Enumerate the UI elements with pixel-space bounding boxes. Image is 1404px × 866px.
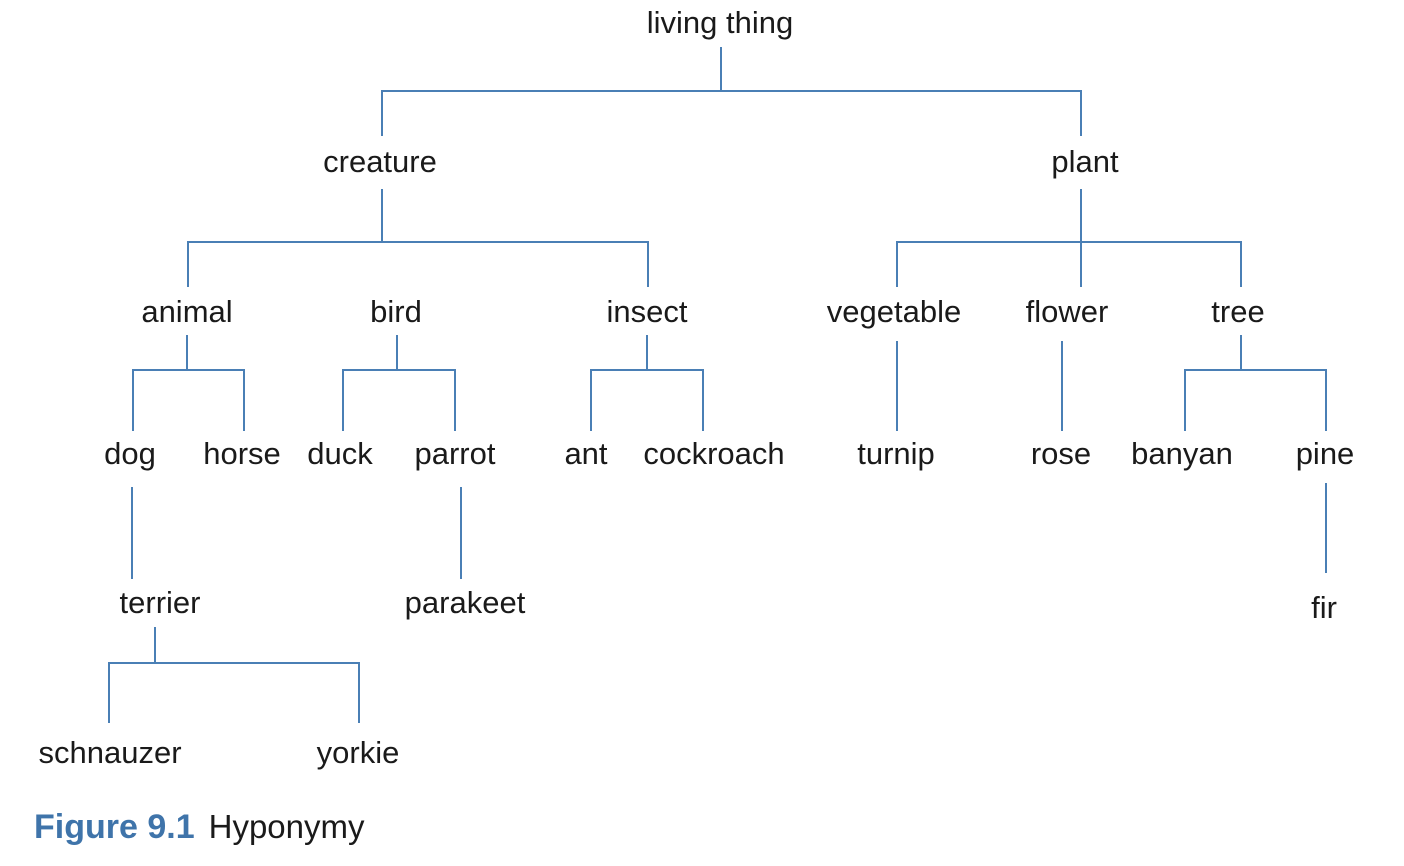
node-label-tree: tree [1211,294,1264,329]
node-label-yorkie: yorkie [317,735,400,770]
node-label-fir: fir [1311,590,1337,625]
node-label-parrot: parrot [415,436,496,471]
node-label-creature: creature [323,144,437,179]
node-label-animal: animal [141,294,232,329]
node-label-bird: bird [370,294,422,329]
tree-connectors [108,47,1327,723]
node-label-dog: dog [104,436,156,471]
node-label-plant: plant [1051,144,1119,179]
node-label-rose: rose [1031,436,1091,471]
figure-title: Hyponymy [208,808,365,845]
figure-number: Figure 9.1 [34,808,195,846]
node-label-turnip: turnip [857,436,935,471]
node-label-duck: duck [307,436,373,471]
node-label-schnauzer: schnauzer [38,735,181,770]
node-label-flower: flower [1026,294,1109,329]
node-label-cockroach: cockroach [643,436,784,471]
tree-labels: living thing creature plant animal bird insec… [38,5,1354,770]
node-label-horse: horse [203,436,281,471]
node-label-ant: ant [564,436,607,471]
node-label-insect: insect [607,294,688,329]
node-label-parakeet: parakeet [405,585,526,620]
node-label-terrier: terrier [120,585,201,620]
node-label-banyan: banyan [1131,436,1233,471]
node-label-pine: pine [1296,436,1355,471]
figure-caption: Figure 9.1 Hyponymy [34,808,365,858]
node-label-living-thing: living thing [647,5,793,40]
node-label-vegetable: vegetable [827,294,961,329]
